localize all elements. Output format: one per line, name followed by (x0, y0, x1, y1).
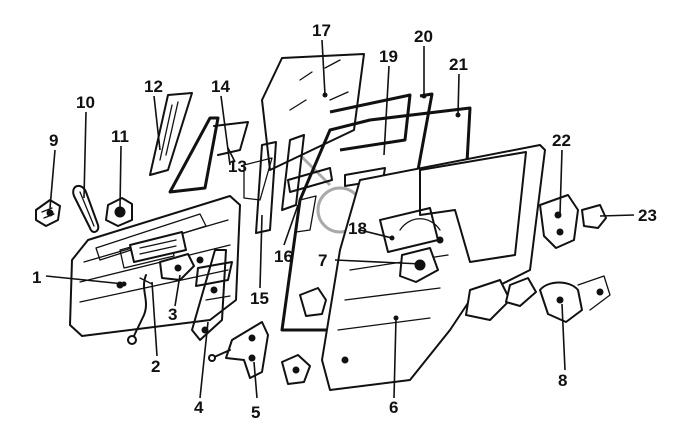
callout-14: 14 (211, 77, 230, 96)
callout-21: 21 (449, 55, 468, 74)
part-armrest (129, 231, 187, 263)
part-8-latch-assembly (539, 275, 611, 323)
callout-13: 13 (228, 157, 247, 176)
callout-22: 22 (552, 131, 571, 150)
part-2-crank-handle (127, 274, 153, 345)
part-lower-latch (281, 287, 327, 385)
part-15-channel (243, 134, 305, 234)
callout-19: 19 (379, 47, 398, 66)
callout-9: 9 (49, 131, 58, 150)
callout-1: 1 (32, 268, 41, 287)
part-23-striker (581, 204, 607, 229)
part-12-vent-glass (149, 92, 193, 176)
callout-23: 23 (638, 206, 657, 225)
part-7-lock-mechanism (399, 247, 439, 283)
callout-2: 2 (151, 357, 160, 376)
callout-12: 12 (144, 77, 163, 96)
part-outside-handle (465, 277, 537, 321)
callout-3: 3 (168, 305, 177, 324)
part-18-lock-rod (379, 207, 441, 253)
part-9-bracket (35, 199, 61, 227)
callout-17: 17 (312, 21, 331, 40)
callout-labels: 1 2 3 4 5 6 7 8 9 10 11 12 13 14 15 16 1… (32, 21, 657, 422)
part-4-window-regulator (191, 249, 233, 341)
part-17-door-glass (261, 53, 365, 171)
callout-11: 11 (111, 127, 129, 146)
callout-7: 7 (318, 251, 327, 270)
callout-8: 8 (558, 371, 567, 390)
leader-lines (45, 39, 635, 399)
part-20-seal-strip (407, 92, 434, 174)
part-11-lock-knob (105, 197, 133, 227)
part-5-hinge (208, 321, 269, 379)
callout-15: 15 (250, 289, 269, 308)
part-22-rear-latch (539, 194, 579, 249)
callout-4: 4 (194, 398, 204, 417)
part-10-grab-handle (72, 184, 100, 233)
leader-dots (121, 92, 461, 321)
callout-18: 18 (348, 219, 367, 238)
callout-5: 5 (251, 403, 260, 422)
callout-10: 10 (76, 93, 95, 112)
part-3-inside-handle (159, 253, 195, 281)
callout-16: 16 (274, 247, 293, 266)
callout-6: 6 (389, 398, 398, 417)
callout-20: 20 (414, 27, 433, 46)
